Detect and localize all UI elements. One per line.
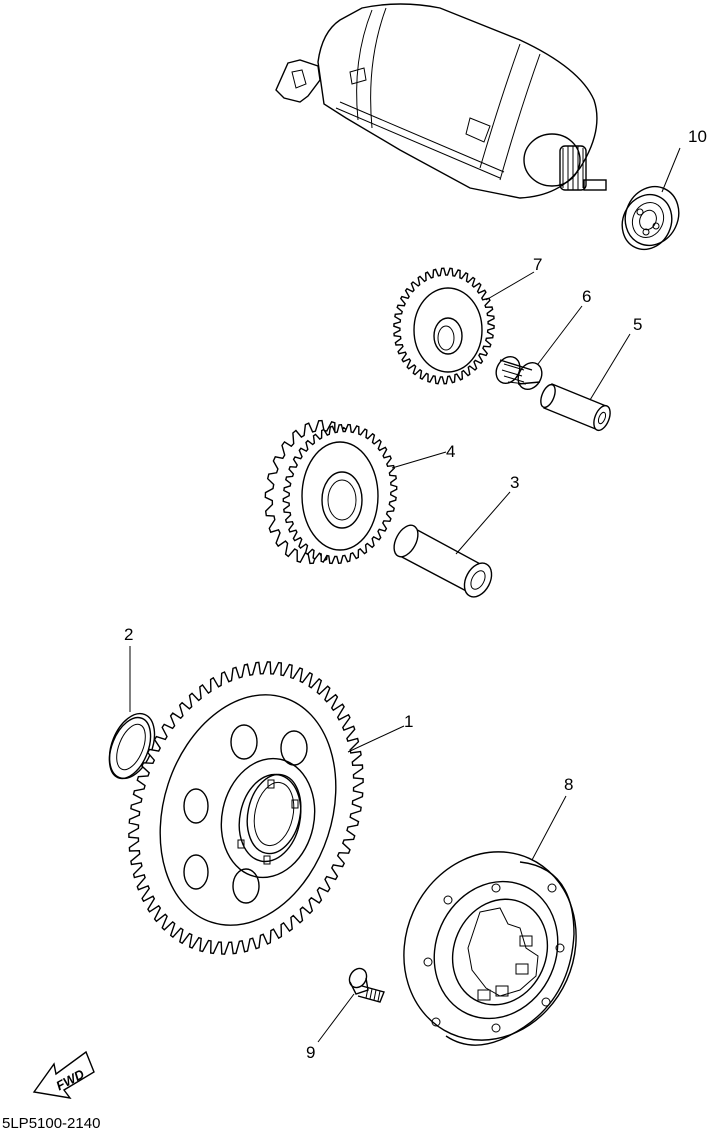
callout-1: 1 [404,712,413,731]
callout-6: 6 [582,287,591,306]
callout-4: 4 [446,442,455,461]
catalog-code: 5LP5100-2140 [2,1115,100,1131]
part-5-shaft [540,383,611,432]
part-7-idle-gear-1 [393,267,495,385]
callout-2: 2 [124,625,133,644]
leader-lines [129,147,681,1043]
part-4-idle-gear-2 [264,419,398,565]
fwd-arrow-icon: FWD [32,1050,95,1099]
part-9-bolt [348,967,385,1003]
callout-10: 10 [688,127,707,146]
part-10-bearing [621,185,680,251]
callout-5: 5 [633,315,642,334]
callout-8: 8 [564,775,573,794]
callouts: 10 7 6 5 4 3 2 1 8 9 [124,127,707,1062]
part-8-starter-clutch [403,851,577,1046]
callout-7: 7 [533,255,542,274]
part-6-needle-bearing [495,355,543,391]
callout-9: 9 [306,1043,315,1062]
callout-3: 3 [510,473,519,492]
fwd-label: FWD [54,1066,88,1093]
part-1-starter-wheel-gear [128,661,364,955]
part-3-shaft [393,524,493,598]
starter-motor [275,3,607,199]
